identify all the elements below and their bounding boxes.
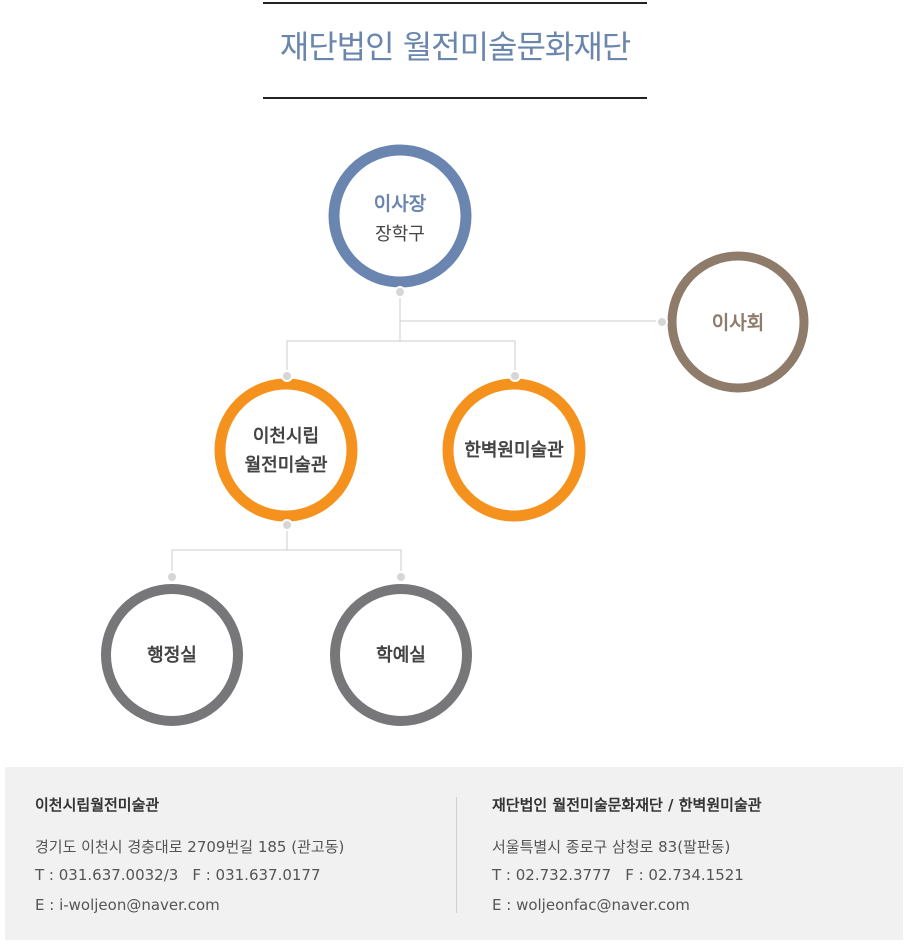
dot-admin-top [166,571,178,583]
footer-right-email: E : woljeonfac@naver.com [492,896,690,914]
hanbyeokwon-museum-label: 한벽원미술관 [464,440,564,461]
dot-hanbyeokwon-top [509,370,521,382]
footer-foundation: 재단법인 월전미술문화재단 / 한벽원미술관 서울특별시 종로구 삼청로 83(… [492,767,892,940]
dot-woljeon-bottom [281,519,293,531]
dot-chairman-bottom [394,286,406,298]
dot-board-left [656,316,668,328]
connector-museum-departments [171,525,288,577]
curatorial-office-node [330,584,472,726]
footer-left-email: E : i-woljeon@naver.com [35,896,220,914]
footer-left-fax: F : 031.637.0177 [192,866,321,884]
footer-left-tel: T : 031.637.0032/3 [35,866,179,884]
footer-right-name: 재단법인 월전미술문화재단 / 한벽원미술관 [492,796,762,814]
board-label: 이사회 [712,312,764,334]
org-chart: 이사장 장학구 이사회 이천시립 월전미술관 한벽원미술관 행정실 학예실 [101,144,809,726]
woljeon-museum-label-line2: 월전미술관 [245,455,328,476]
connector-dots [166,286,668,583]
connector-chairman-board [399,292,662,322]
connectors [171,292,662,577]
dot-curatorial-top [395,571,407,583]
title-rule-top [263,2,647,4]
page-title: 재단법인 월전미술문화재단 [279,28,631,66]
footer-divider [456,797,457,913]
footer-right-address: 서울특별시 종로구 삼청로 83(팔판동) [492,838,731,856]
board-node [667,251,809,393]
footer-left-address: 경기도 이천시 경충대로 2709번길 185 (관고동) [35,838,345,856]
footer-right-tel: T : 02.732.3777 [492,866,612,884]
chairman-role-label: 이사장 [374,193,427,215]
connector-chairman-hanbyeokwon [400,340,516,376]
admin-office-node [101,584,243,726]
footer-left-name: 이천시립월전미술관 [35,796,160,814]
footer-contact-panel: 이천시립월전미술관 경기도 이천시 경충대로 2709번길 185 (관고동) … [5,767,903,940]
title-rule-bottom [263,97,647,99]
admin-office-label: 행정실 [147,645,197,666]
chairman-name-label: 장학구 [375,224,425,245]
connector-museum-curatorial [287,549,402,577]
dot-woljeon-top [281,370,293,382]
footer-right-fax: F : 02.734.1521 [625,866,744,884]
footer-woljeon-museum: 이천시립월전미술관 경기도 이천시 경충대로 2709번길 185 (관고동) … [35,767,445,940]
connector-chairman-museums [286,321,401,376]
footer-left-phone-fax: T : 031.637.0032/3 F : 031.637.0177 [35,866,321,884]
footer-right-phone-fax: T : 02.732.3777 F : 02.734.1521 [492,866,744,884]
chairman-node [328,144,472,288]
curatorial-office-label: 학예실 [376,644,426,666]
woljeon-museum-node [214,378,358,522]
hanbyeokwon-museum-node [442,378,586,522]
woljeon-museum-label-line1: 이천시립 [253,426,319,447]
